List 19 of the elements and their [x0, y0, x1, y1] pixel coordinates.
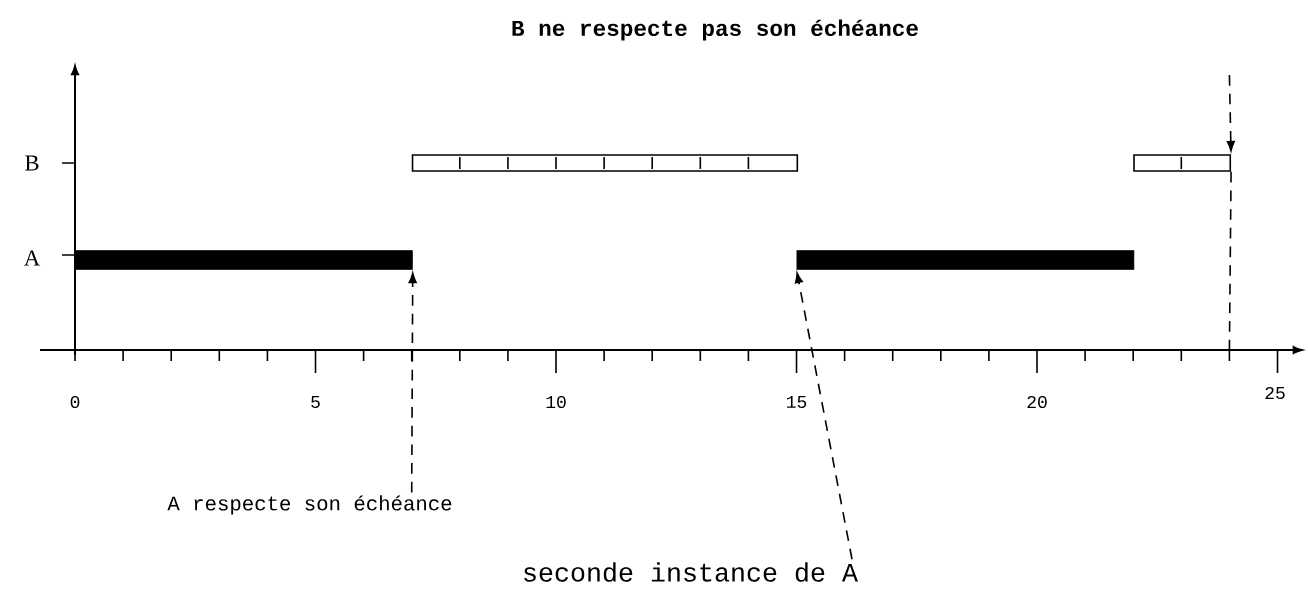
leader-arrow [1226, 74, 1235, 152]
row-label: A [24, 250, 41, 266]
tick-label: 20 [1027, 395, 1047, 409]
tick-label: 15 [787, 396, 807, 408]
annotation-text: A respecte son échéance [167, 495, 452, 515]
leader-arrow [794, 272, 853, 561]
tick-label: 10 [546, 395, 566, 409]
filled-bar [796, 250, 1135, 270]
segmented-bar [1133, 154, 1232, 172]
tick-label: 0 [70, 395, 80, 409]
leader-arrow [408, 272, 417, 494]
filled-bar [75, 250, 413, 270]
title: B ne respecte pas son échéance [512, 19, 918, 41]
segmented-bar [411, 154, 799, 172]
tick-label: 5 [311, 396, 320, 408]
tick-label: 25 [1265, 386, 1285, 400]
row-label: B [25, 155, 39, 171]
annotation-text: seconde instance de A [524, 562, 858, 582]
guide-line [1228, 171, 1232, 351]
